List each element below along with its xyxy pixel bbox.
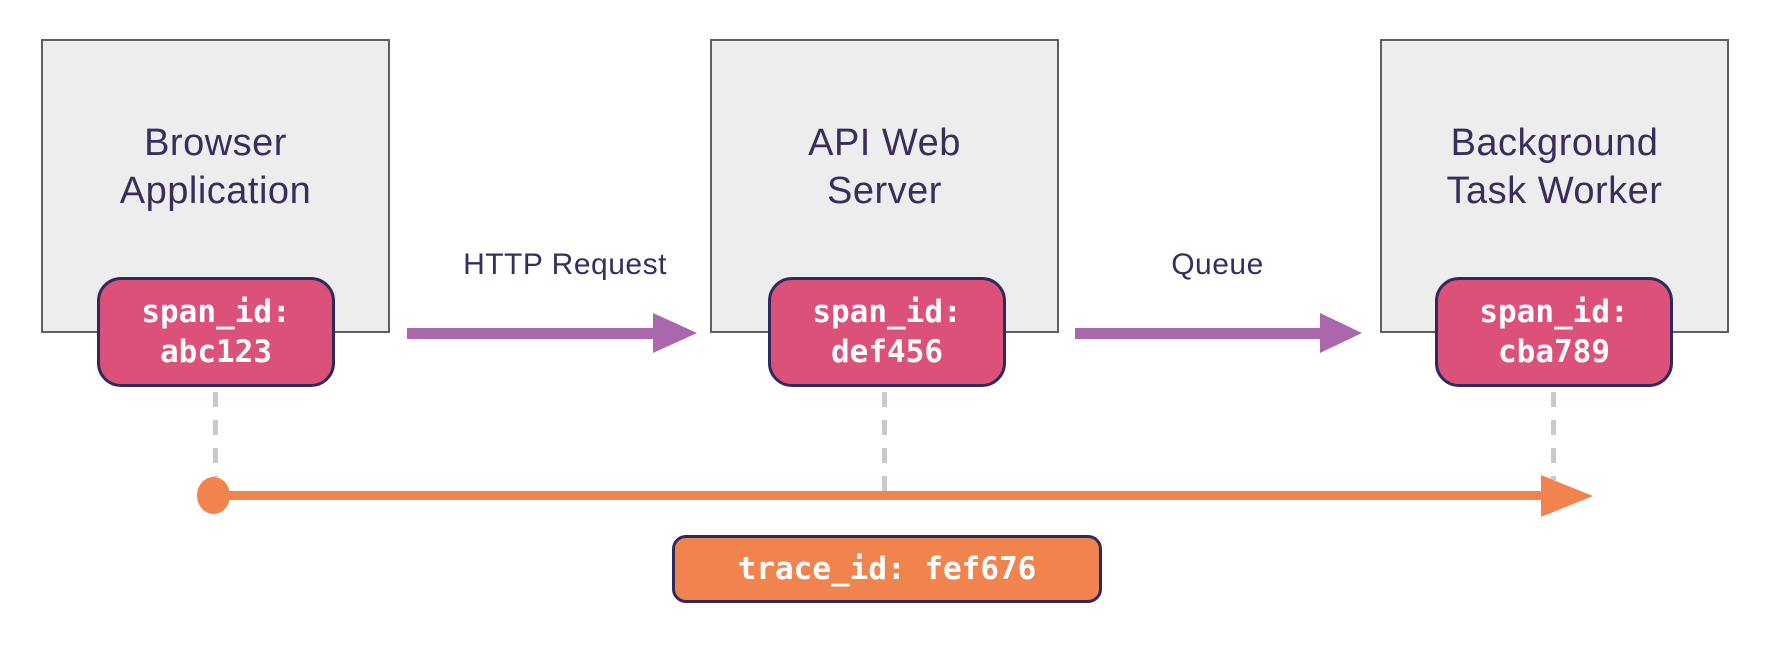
- node-label: Browser Application: [120, 119, 311, 253]
- span-id-key: span_id:: [141, 294, 291, 330]
- node-label-line: Task Worker: [1446, 170, 1663, 212]
- connector-dashed-line: [1551, 392, 1556, 480]
- span-id-value: abc123: [160, 334, 272, 370]
- span-id-value: def456: [831, 334, 943, 370]
- flow-arrowhead-icon: [1320, 313, 1362, 353]
- edge-label-queue: Queue: [1171, 248, 1264, 281]
- flow-arrow-queue: [1075, 328, 1320, 339]
- timeline-arrowhead-icon: [1541, 475, 1593, 517]
- node-label-line: Background: [1450, 122, 1659, 164]
- node-label-line: Server: [827, 170, 942, 212]
- edge-label-http-request: HTTP Request: [463, 248, 667, 281]
- flow-arrow-http-request: [407, 328, 653, 339]
- timeline-arrow: [213, 491, 1543, 500]
- node-label: API Web Server: [808, 119, 961, 253]
- node-label: Background Task Worker: [1447, 119, 1663, 253]
- node-label-line: API Web: [808, 122, 961, 164]
- connector-dashed-line: [882, 392, 887, 492]
- span-id-key: span_id:: [1479, 294, 1629, 330]
- span-id-key: span_id:: [812, 294, 962, 330]
- span-id-badge-cba789: span_id: cba789: [1435, 277, 1673, 387]
- flow-arrowhead-icon: [653, 313, 697, 353]
- node-label-line: Application: [119, 170, 312, 212]
- node-label-line: Browser: [144, 122, 287, 164]
- trace-id-badge: trace_id: fef676: [672, 535, 1102, 603]
- span-id-badge-abc123: span_id: abc123: [97, 277, 335, 387]
- span-id-badge-def456: span_id: def456: [768, 277, 1006, 387]
- span-id-value: cba789: [1498, 334, 1610, 370]
- connector-dashed-line: [213, 392, 218, 477]
